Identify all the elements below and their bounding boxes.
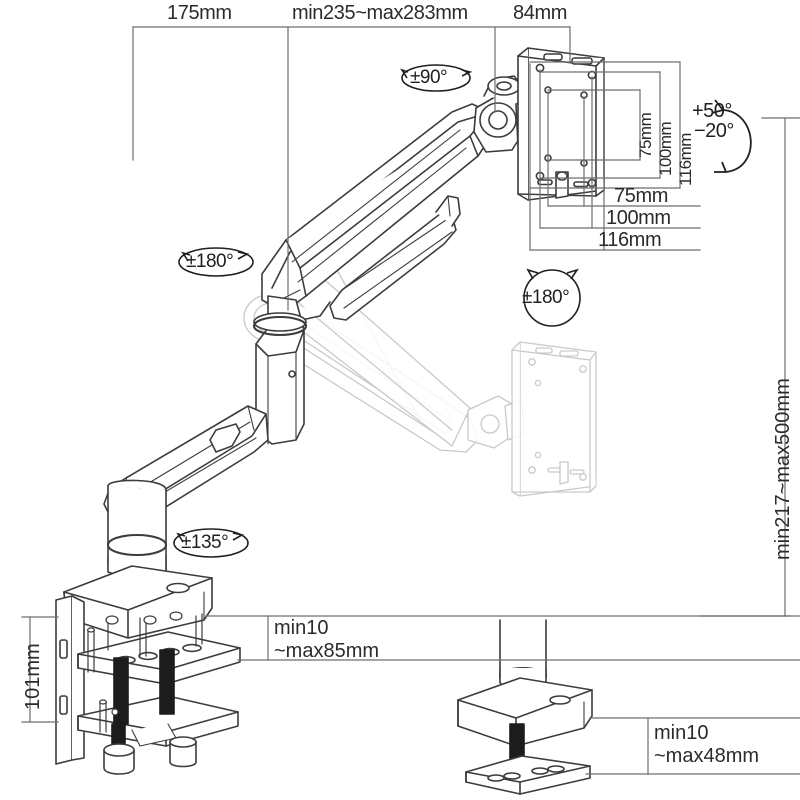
elbow-joint bbox=[252, 295, 308, 445]
vesa-vertical-label-100mm: 100mm bbox=[656, 121, 675, 176]
gas-spring-rod bbox=[329, 195, 461, 321]
grommet-thickness-label: min10 ~max48mm bbox=[654, 722, 759, 768]
clamp-thickness-line2: ~max85mm bbox=[274, 640, 380, 662]
grommet-thickness-line2: ~max48mm bbox=[654, 745, 760, 767]
vesa-vertical-label-75mm: 75mm bbox=[636, 112, 655, 158]
rotation-label-plate-180: ±180° bbox=[522, 287, 570, 308]
rotation-label-upper-arm-180: ±180° bbox=[186, 251, 234, 272]
vesa-horizontal-label-100mm: 100mm bbox=[606, 207, 671, 229]
tilt-up-label: +50° bbox=[692, 100, 732, 122]
vesa-horizontal-label-75mm: 75mm bbox=[614, 185, 668, 207]
rotation-indicator-shapes bbox=[173, 64, 581, 558]
vesa-horizontal-label-116mm: 116mm bbox=[598, 229, 662, 251]
vesa-horizontal-dimensions bbox=[529, 59, 701, 251]
grommet-thickness-line1: min10 bbox=[654, 722, 709, 744]
dimension-label-175mm: 175mm bbox=[167, 2, 232, 24]
clamp-height-dimension bbox=[21, 616, 59, 723]
dimension-label-235-283mm: min235~max283mm bbox=[292, 2, 468, 24]
height-range-label: min217~max500mm bbox=[772, 378, 794, 560]
tilt-down-label: −20° bbox=[694, 120, 734, 142]
clamp-screw-posts bbox=[111, 649, 175, 755]
grommet-thickness-dimension bbox=[585, 717, 800, 775]
vesa-vertical-label-116mm: 116mm bbox=[676, 133, 695, 186]
dimension-label-84mm: 84mm bbox=[513, 2, 567, 24]
clamp-knob bbox=[103, 743, 135, 775]
rotation-label-base-135: ±135° bbox=[181, 532, 229, 553]
clamp-side-block bbox=[169, 736, 197, 768]
vesa-vertical-dimensions bbox=[529, 61, 681, 189]
clamp-height-label: 101mm bbox=[22, 643, 44, 710]
clamp-internal-shafts bbox=[86, 611, 203, 733]
rotation-label-head-90: ±90° bbox=[410, 67, 448, 88]
clamp-thickness-label: min10 ~max85mm bbox=[274, 617, 379, 663]
top-dimension-chain bbox=[132, 26, 571, 311]
vesa-plate-main bbox=[517, 47, 605, 201]
clamp-back-plate bbox=[55, 595, 85, 765]
tilt-arc-indicator bbox=[711, 99, 752, 173]
clamp-thickness-line1: min10 bbox=[274, 617, 329, 639]
clamp-thickness-dimension bbox=[205, 615, 800, 661]
